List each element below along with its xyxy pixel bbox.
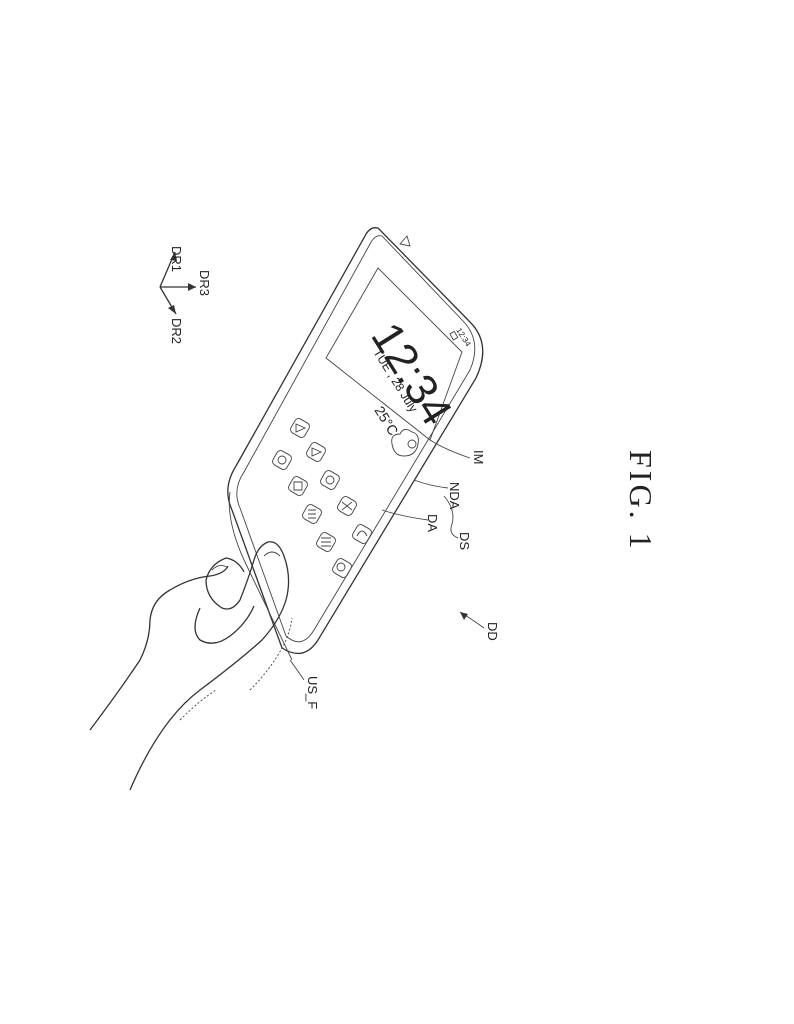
device-side-edge: [228, 491, 293, 661]
app-icon-send[interactable]: [289, 417, 311, 439]
app-icon-search[interactable]: [331, 557, 353, 579]
leader-ds: [443, 495, 459, 539]
app-icon-circle[interactable]: [319, 469, 341, 491]
battery-icon: [449, 330, 459, 341]
circle-glyph-icon: [325, 475, 335, 485]
label-ds: DS: [457, 532, 472, 550]
play-glyph-icon: [311, 447, 323, 457]
reference-leaders: [289, 439, 485, 681]
mail-glyph-icon: [341, 501, 353, 511]
hand-thumb-outline: [89, 565, 229, 731]
leader-im: [429, 439, 471, 459]
label-im: IM: [471, 450, 486, 464]
device-notch-icon: [399, 235, 411, 247]
app-icon-grid: [271, 417, 373, 579]
hand-curled-finger: [194, 605, 255, 644]
axis-dr3-label: DR3: [197, 270, 212, 296]
leader-nda: [413, 479, 449, 489]
axis-dr2-head: [168, 305, 176, 314]
app-icon-calendar[interactable]: [301, 503, 323, 525]
label-dd: DD: [485, 622, 500, 641]
headset-glyph-icon: [356, 530, 368, 537]
display-device: [227, 227, 484, 661]
weather-temperature: 25°C: [371, 403, 401, 438]
label-da: DA: [425, 514, 440, 532]
leader-us-f: [289, 659, 305, 681]
direction-axes: DR1 DR3 DR2: [159, 246, 212, 344]
app-icon-list[interactable]: [315, 531, 337, 553]
user-hand: [89, 541, 293, 791]
app-icon-mail[interactable]: [336, 495, 358, 517]
gear-icon: [277, 455, 287, 465]
axis-dr1-head: [170, 252, 177, 261]
app-icon-headset[interactable]: [351, 523, 373, 545]
figure-caption: FIG. 1: [623, 450, 659, 552]
label-nda: NDA: [447, 482, 462, 510]
list-glyph-icon: [321, 537, 331, 547]
app-icon-video[interactable]: [305, 441, 327, 463]
device-inner-edge: [236, 235, 476, 643]
axis-dr3-head: [188, 283, 196, 291]
thumbnail-outline: [211, 565, 229, 571]
axis-dr2-label: DR2: [169, 318, 184, 344]
axis-dr1-label: DR1: [169, 246, 184, 272]
weather-sun-cloud-icon: [391, 429, 419, 457]
device-outer-edge: [227, 227, 484, 655]
hand-shading: [249, 617, 293, 691]
widget-panel: 12:34 TUE , 28 July 25°C 12:34: [325, 267, 473, 457]
document-glyph-icon: [293, 481, 303, 491]
send-glyph-icon: [295, 423, 307, 433]
leader-da: [381, 509, 429, 521]
hand-shading-lower: [179, 689, 217, 721]
label-us-f: US_F: [305, 676, 320, 709]
search-icon: [336, 562, 346, 572]
app-icon-settings[interactable]: [271, 449, 293, 471]
hand-finger-outline: [129, 541, 290, 791]
app-icon-document[interactable]: [287, 475, 309, 497]
fingernail-outline: [263, 551, 281, 557]
leader-dd-arrowhead: [460, 612, 468, 620]
calendar-glyph-icon: [308, 509, 316, 519]
